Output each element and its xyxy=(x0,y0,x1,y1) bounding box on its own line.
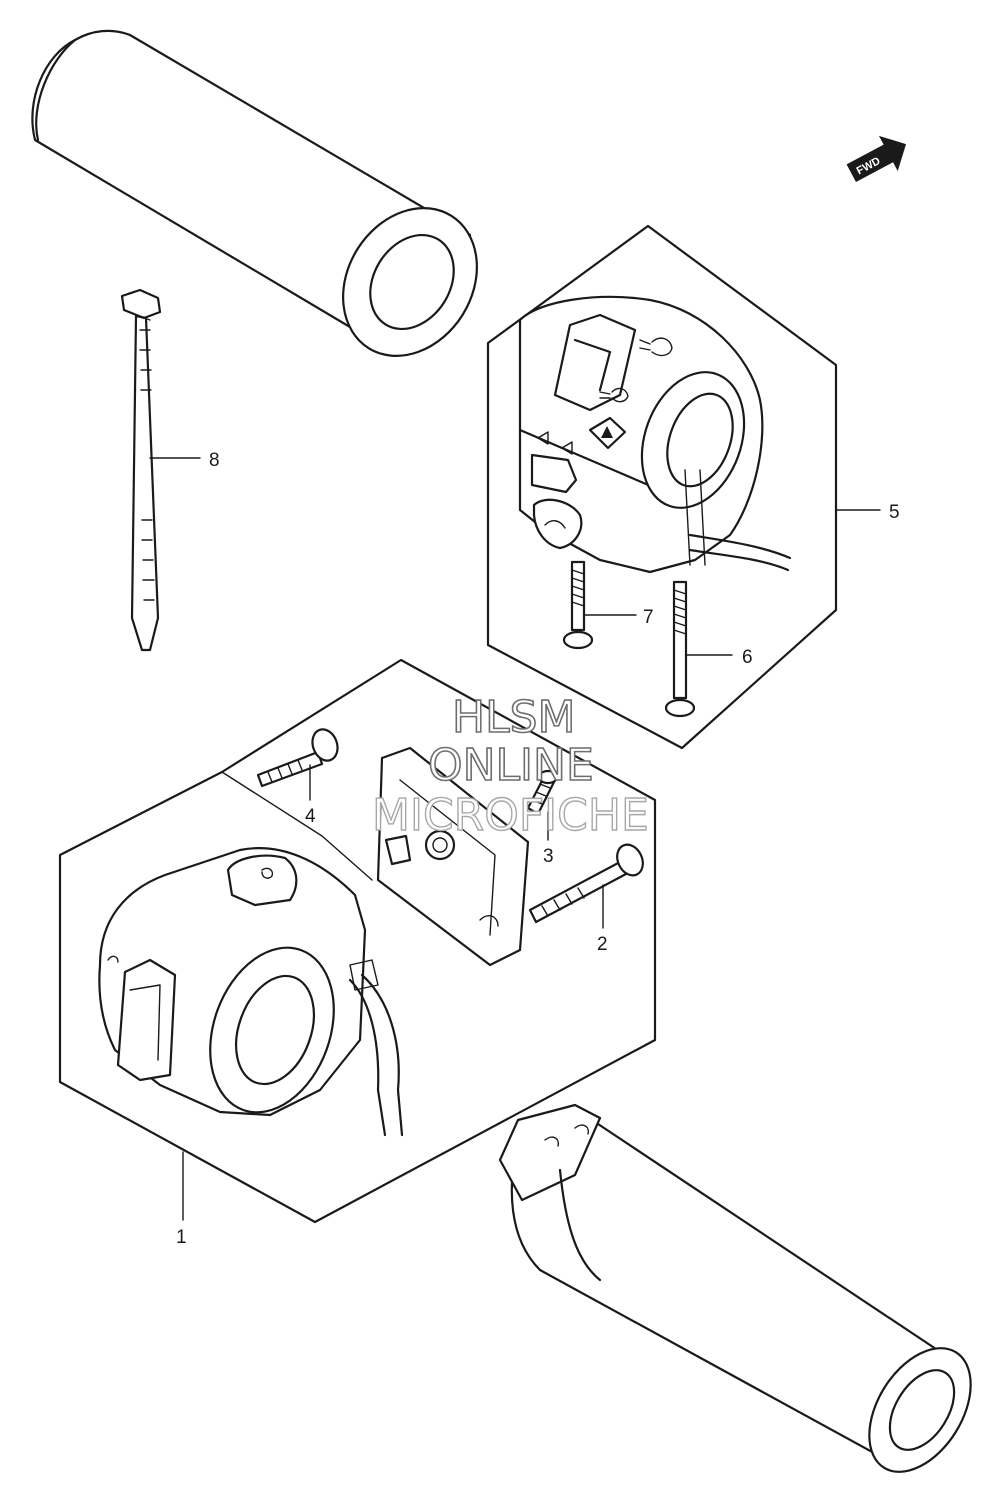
callout-2: 2 xyxy=(597,934,608,955)
callout-3: 3 xyxy=(543,846,554,867)
cable-tie xyxy=(120,288,162,652)
callout-6: 6 xyxy=(742,647,753,668)
leader-lines xyxy=(149,457,881,1221)
screw-4 xyxy=(256,728,339,788)
fwd-direction-badge: FWD xyxy=(846,135,907,183)
screw-7 xyxy=(562,560,594,650)
callout-7: 7 xyxy=(643,607,654,628)
watermark: HLSM ONLINE MICROFICHE xyxy=(371,691,649,842)
callout-8: 8 xyxy=(209,450,220,471)
screw-3 xyxy=(526,769,559,816)
screw-6 xyxy=(664,580,696,718)
callout-5: 5 xyxy=(889,502,900,523)
screw-2 xyxy=(528,843,644,924)
left-switch-assembly xyxy=(58,658,657,1224)
throttle-grip xyxy=(498,1103,972,1473)
callout-labels: 1 2 3 4 5 6 7 8 xyxy=(176,450,900,1248)
guide-line xyxy=(221,771,373,881)
callout-1: 1 xyxy=(176,1227,187,1248)
right-switch-assembly xyxy=(486,224,838,750)
left-handlebar-grip xyxy=(31,29,478,357)
handlebar-clamp xyxy=(376,746,530,967)
watermark-line-1: HLSM xyxy=(452,692,576,743)
watermark-line-2: ONLINE xyxy=(428,740,594,791)
watermark-line-3: MICROFICHE xyxy=(372,790,649,841)
callout-4: 4 xyxy=(305,806,316,827)
